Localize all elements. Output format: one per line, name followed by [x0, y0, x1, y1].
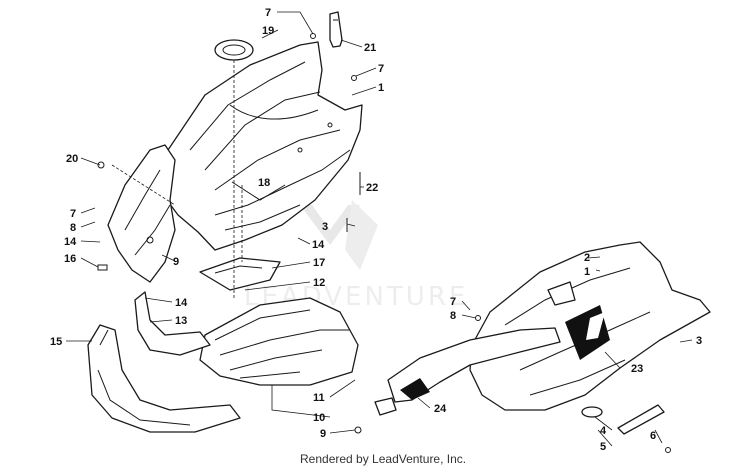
- footer-credit: Rendered by LeadVenture, Inc.: [300, 452, 466, 466]
- callout-11: 11: [313, 392, 325, 404]
- callout-1: 1: [378, 82, 384, 94]
- callout-22: 22: [366, 182, 378, 194]
- callout-4: 4: [600, 425, 607, 437]
- callout-9: 9: [320, 428, 326, 440]
- callout-24: 24: [434, 403, 447, 415]
- callout-2: 2: [584, 252, 590, 264]
- leadventure-watermark: LEADVENTURE: [244, 200, 465, 312]
- callout-21: 21: [364, 42, 376, 54]
- callout-labels: 7 19 21 7 1 20 18 22 3 7 8 14 14 16 9 17…: [50, 7, 702, 453]
- callout-5: 5: [600, 441, 606, 453]
- bracket: [329, 11, 343, 48]
- hood-assembly: [157, 41, 363, 251]
- callout-3: 3: [322, 221, 328, 233]
- small-parts-right: [581, 404, 665, 435]
- right-side-panel: [469, 241, 711, 411]
- callout-15: 15: [50, 336, 62, 348]
- callout-12: 12: [313, 277, 325, 289]
- callout-6: 6: [650, 430, 656, 442]
- callout-13: 13: [175, 315, 187, 327]
- callout-23: 23: [631, 363, 643, 375]
- callout-9: 9: [173, 256, 179, 268]
- callout-19: 19: [262, 25, 274, 37]
- running-board: [374, 327, 561, 416]
- callout-14: 14: [312, 239, 325, 251]
- callout-14: 14: [64, 236, 77, 248]
- nose-guard: [134, 291, 211, 356]
- callout-7: 7: [70, 208, 76, 220]
- belly-pan-center: [199, 297, 359, 386]
- callout-3: 3: [696, 335, 702, 347]
- front-bumper: [87, 324, 241, 433]
- callout-17: 17: [313, 257, 325, 269]
- callout-8: 8: [450, 310, 456, 322]
- assembly-guides: [111, 60, 243, 300]
- callout-18: 18: [258, 177, 270, 189]
- callout-16: 16: [64, 253, 76, 265]
- support-plate: [199, 257, 281, 291]
- leader-lines: [66, 11, 693, 447]
- callout-7: 7: [378, 63, 384, 75]
- callout-14: 14: [175, 297, 188, 309]
- callout-1: 1: [584, 266, 590, 278]
- callout-7: 7: [450, 296, 456, 308]
- callout-10: 10: [313, 412, 325, 424]
- callout-8: 8: [70, 222, 76, 234]
- callout-7: 7: [265, 7, 271, 19]
- side-panel-left: [107, 144, 176, 283]
- callout-20: 20: [66, 153, 78, 165]
- seal-ring: [214, 39, 254, 61]
